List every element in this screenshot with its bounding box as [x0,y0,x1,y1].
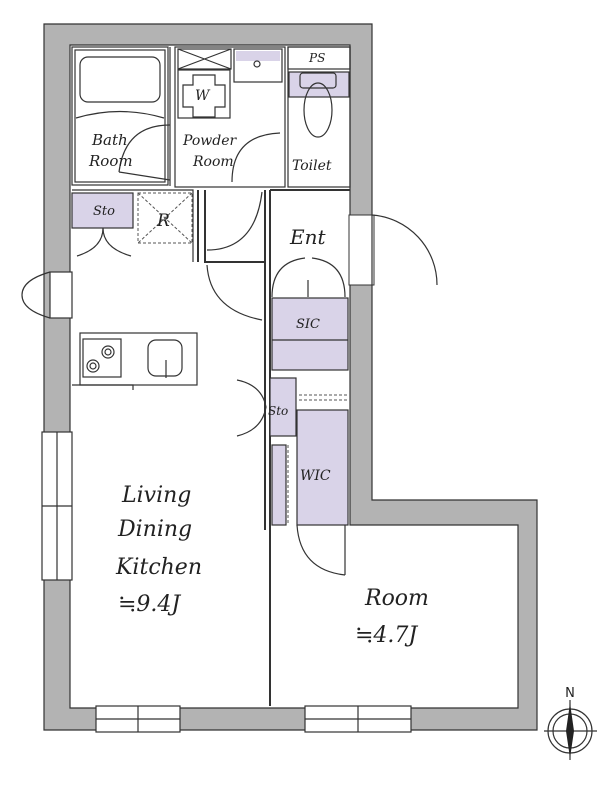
room-area: ≒4.7J [355,623,418,648]
refrigerator-space [137,192,193,244]
north-label: N [565,686,575,701]
shoe-in-closet [271,297,349,371]
window-small-left [49,271,73,319]
ldk-label: Living [121,483,191,508]
walk-in-closet [296,409,349,526]
storage-mid-door[interactable] [236,379,267,437]
svg-text:Room≒4.7J: Room ≒4.7J [355,586,429,648]
bath-label-2: Room [88,152,133,170]
north-compass-icon: N [544,686,597,760]
exterior-wall [43,23,538,731]
toilet-room [287,46,351,188]
room-label: Room [364,586,429,611]
bath-label: Bath [91,131,128,149]
ldk-area: ≒9.4J [118,592,181,617]
toilet-label: Toilet [292,158,332,174]
storage-mid [269,377,297,437]
entrance-door-opening [348,214,375,286]
powder-label: Powder [182,133,238,149]
ldk-door[interactable] [206,264,263,321]
entrance-door[interactable] [371,214,438,286]
bath-door[interactable] [118,124,171,181]
powder-room [174,46,286,188]
kitchen-counter [72,332,198,390]
refrigerator-label: R [156,211,170,231]
powder-door[interactable] [231,132,281,183]
washer-label: W [195,88,211,104]
powder-label-2: Room [192,154,234,170]
bath-room [71,46,171,186]
wic-label: WIC [300,468,331,484]
storage-top-label: Sto [93,204,115,219]
shoe-closet-label: SIC [296,317,320,332]
ps-label: PS [308,51,325,65]
storage-mid-label: Sto [268,404,288,418]
ldk-label-2: Dining [117,517,192,542]
shoe-closet-doors[interactable] [271,257,346,298]
ldk-label-3: Kitchen [115,555,202,580]
wic-door[interactable] [296,524,346,576]
entrance-label: Ent [289,225,326,249]
corridor-door[interactable] [206,191,263,251]
